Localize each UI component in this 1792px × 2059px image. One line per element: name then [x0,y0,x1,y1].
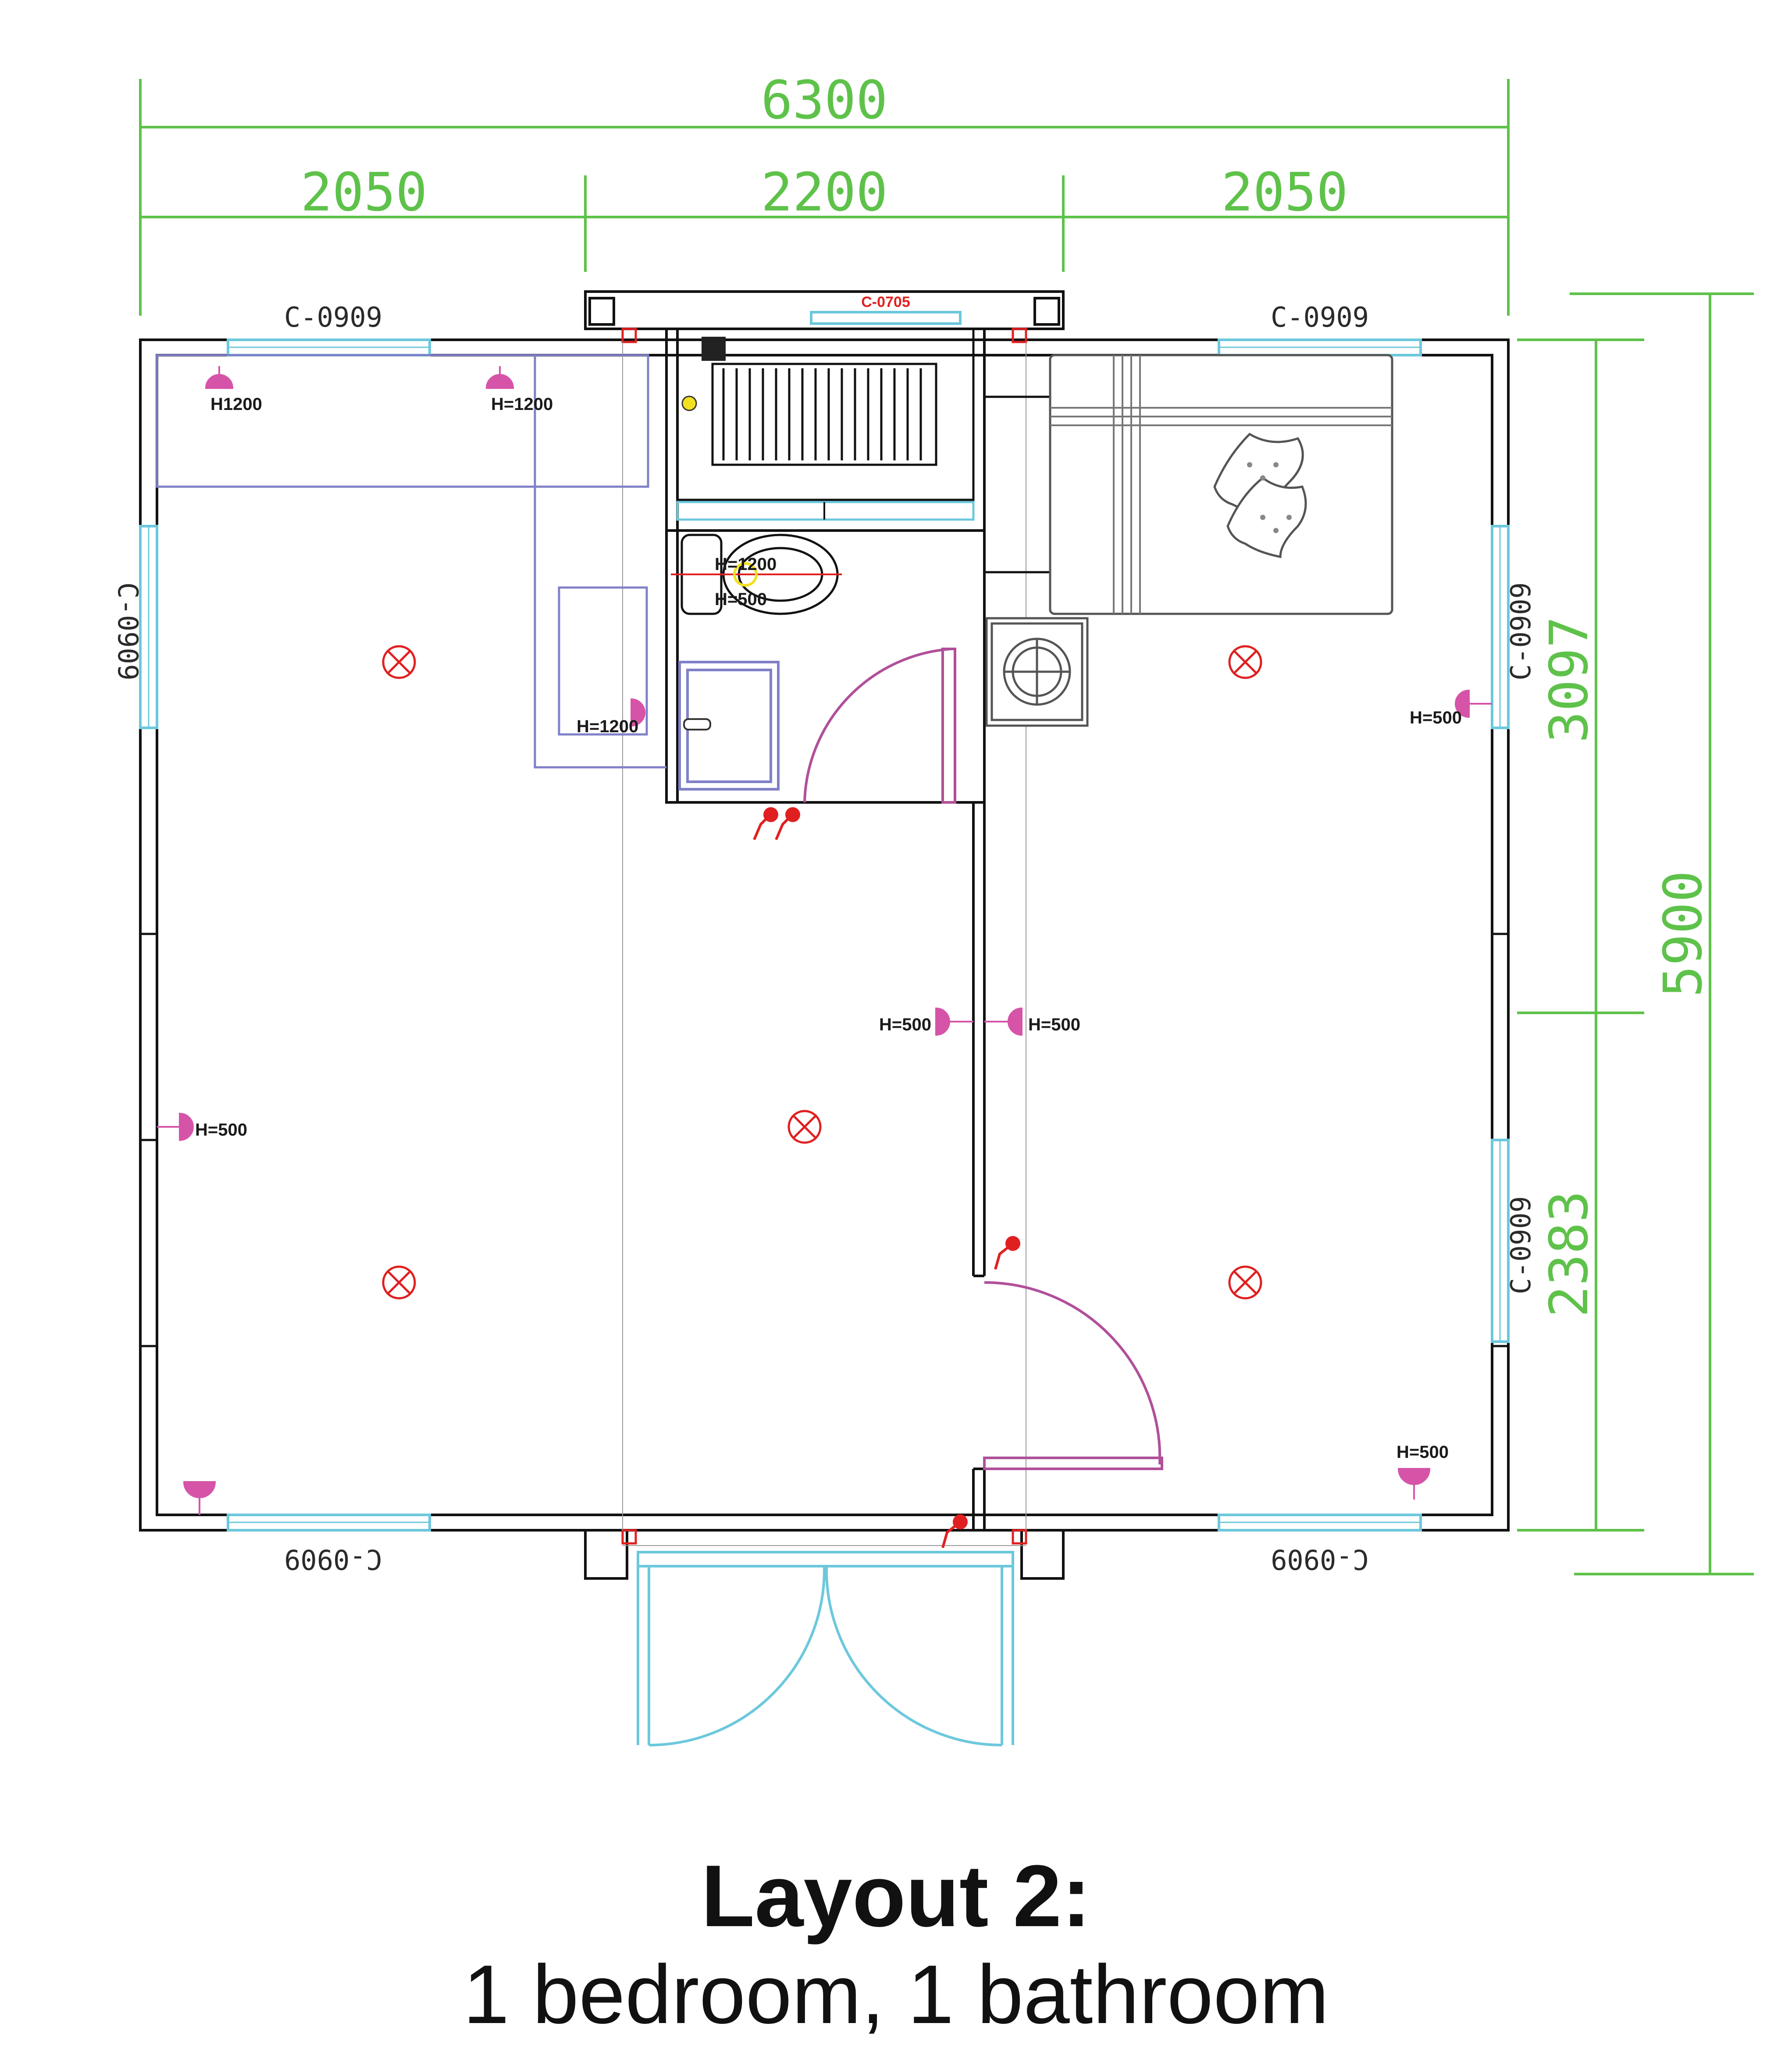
socket-icon [935,1007,973,1036]
switch-icon [941,1514,968,1548]
dim-total-width: 6300 [761,70,888,131]
entrance-bumpout [584,1529,1065,1580]
socket-label-corridor-right: H=500 [1028,1015,1080,1034]
interior-walls [665,328,986,1530]
shower-glass [676,501,975,521]
socket-label-kitchen-1: H1200 [210,395,262,414]
dim-seg-lower: 2383 [1539,1191,1600,1318]
window-right-lower-label: C-0909 [1505,1196,1537,1294]
dim-seg-right: 2050 [1222,162,1348,223]
column-markers [621,328,1027,1545]
light-icon [1228,1265,1262,1300]
socket-icon [183,1481,216,1515]
nightstand-lamp-icon [985,617,1089,727]
window-bottom-right-label: C-0909 [1271,1543,1369,1575]
bathroom-door[interactable] [803,648,956,804]
switch-icon [994,1236,1020,1270]
socket-icon [205,366,234,389]
reference-lines [622,342,1026,1530]
entrance-double-door[interactable] [637,1551,1014,1746]
ceiling-lights [382,645,1262,1300]
window-top-bath-label: C-0705 [861,294,910,310]
layout-title: Layout 2: [701,1847,1091,1945]
light-icon [382,1265,416,1300]
dim-seg-mid: 2200 [761,162,888,223]
light-switches [753,807,1020,1548]
socket-label-kitchen-2: H=1200 [491,395,553,414]
shower-tray [676,328,975,501]
dim-seg-upper: 3097 [1539,616,1600,743]
socket-label-counter: H=1200 [577,717,638,736]
socket-label-bedroom-right: H=500 [1410,708,1462,727]
window-left-label: C-0909 [112,582,144,680]
pillow-icon [1213,432,1307,559]
switch-icon [753,807,778,841]
switch-icon [775,807,800,841]
shower-valve-icon [681,395,697,411]
socket-icon [1397,1468,1431,1500]
toilet-socket-label-2: H=500 [715,590,767,609]
socket-label-living-left: H=500 [195,1120,247,1140]
window-top-right-label: C-0909 [1271,301,1369,333]
dimension-lines [139,79,1754,1575]
layout-subtitle: 1 bedroom, 1 bathroom [463,1948,1329,2041]
socket-label-corridor-left: H=500 [879,1015,931,1034]
socket-label-bedroom-bottom: H=500 [1397,1443,1449,1462]
shower-drain-icon [702,337,726,361]
light-icon [787,1110,822,1144]
window-bottom-left-label: C-0909 [284,1543,382,1575]
floor-plan: 6300 2050 2200 2050 5900 3097 2383 C-070… [112,70,1754,1746]
socket-icon [631,698,645,727]
socket-icon [157,1112,194,1141]
dim-seg-left: 2050 [301,162,428,223]
kitchen-counter [156,354,666,769]
socket-icon [984,1007,1022,1036]
window-right-upper-label: C-0909 [1505,582,1537,680]
socket-icon [485,366,514,389]
sockets [157,366,1492,1515]
wardrobe [983,395,1051,574]
wall-joints [140,727,1508,1347]
window-top-left-label: C-0909 [284,301,382,333]
dim-total-height: 5900 [1653,871,1714,997]
window-top-bath [810,311,962,325]
light-icon [382,645,416,679]
socket-icon [1455,689,1492,718]
faucet-icon [683,718,711,730]
light-icon [1228,645,1262,679]
toilet-socket-label-1: H=1200 [715,555,777,574]
bedroom-door[interactable] [983,1281,1163,1470]
